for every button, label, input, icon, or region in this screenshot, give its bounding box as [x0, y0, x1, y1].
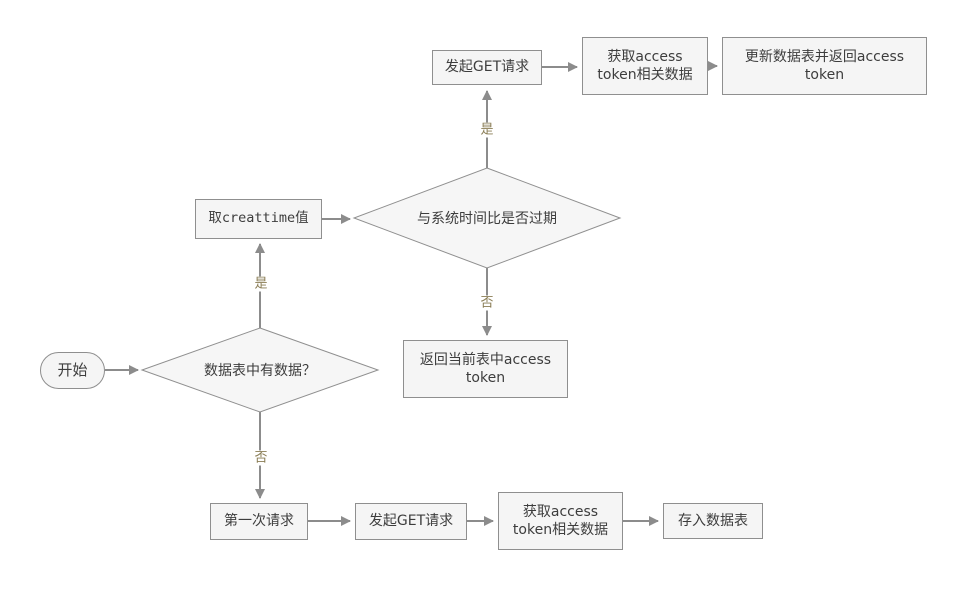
node-fetch-token-top: 获取access token相关数据: [582, 37, 708, 95]
edge-label-has-data-no: 否: [251, 450, 271, 466]
node-get-creattime: 取creattime值: [195, 199, 322, 239]
node-first-request: 第一次请求: [210, 503, 308, 540]
node-get-request-bottom: 发起GET请求: [355, 503, 467, 540]
edge-label-expired-yes: 是: [477, 122, 497, 138]
edge-label-has-data-yes: 是: [251, 276, 271, 292]
decision-diamond-has-data: [140, 327, 380, 413]
node-start: 开始: [40, 352, 105, 389]
node-get-request-top: 发起GET请求: [432, 50, 542, 85]
edge-label-expired-no: 否: [477, 295, 497, 311]
node-return-current: 返回当前表中access token: [403, 340, 568, 398]
node-store-table: 存入数据表: [663, 503, 763, 539]
node-update-table: 更新数据表并返回access token: [722, 37, 927, 95]
decision-diamond-expired: [352, 167, 622, 269]
node-fetch-token-bottom: 获取access token相关数据: [498, 492, 623, 550]
